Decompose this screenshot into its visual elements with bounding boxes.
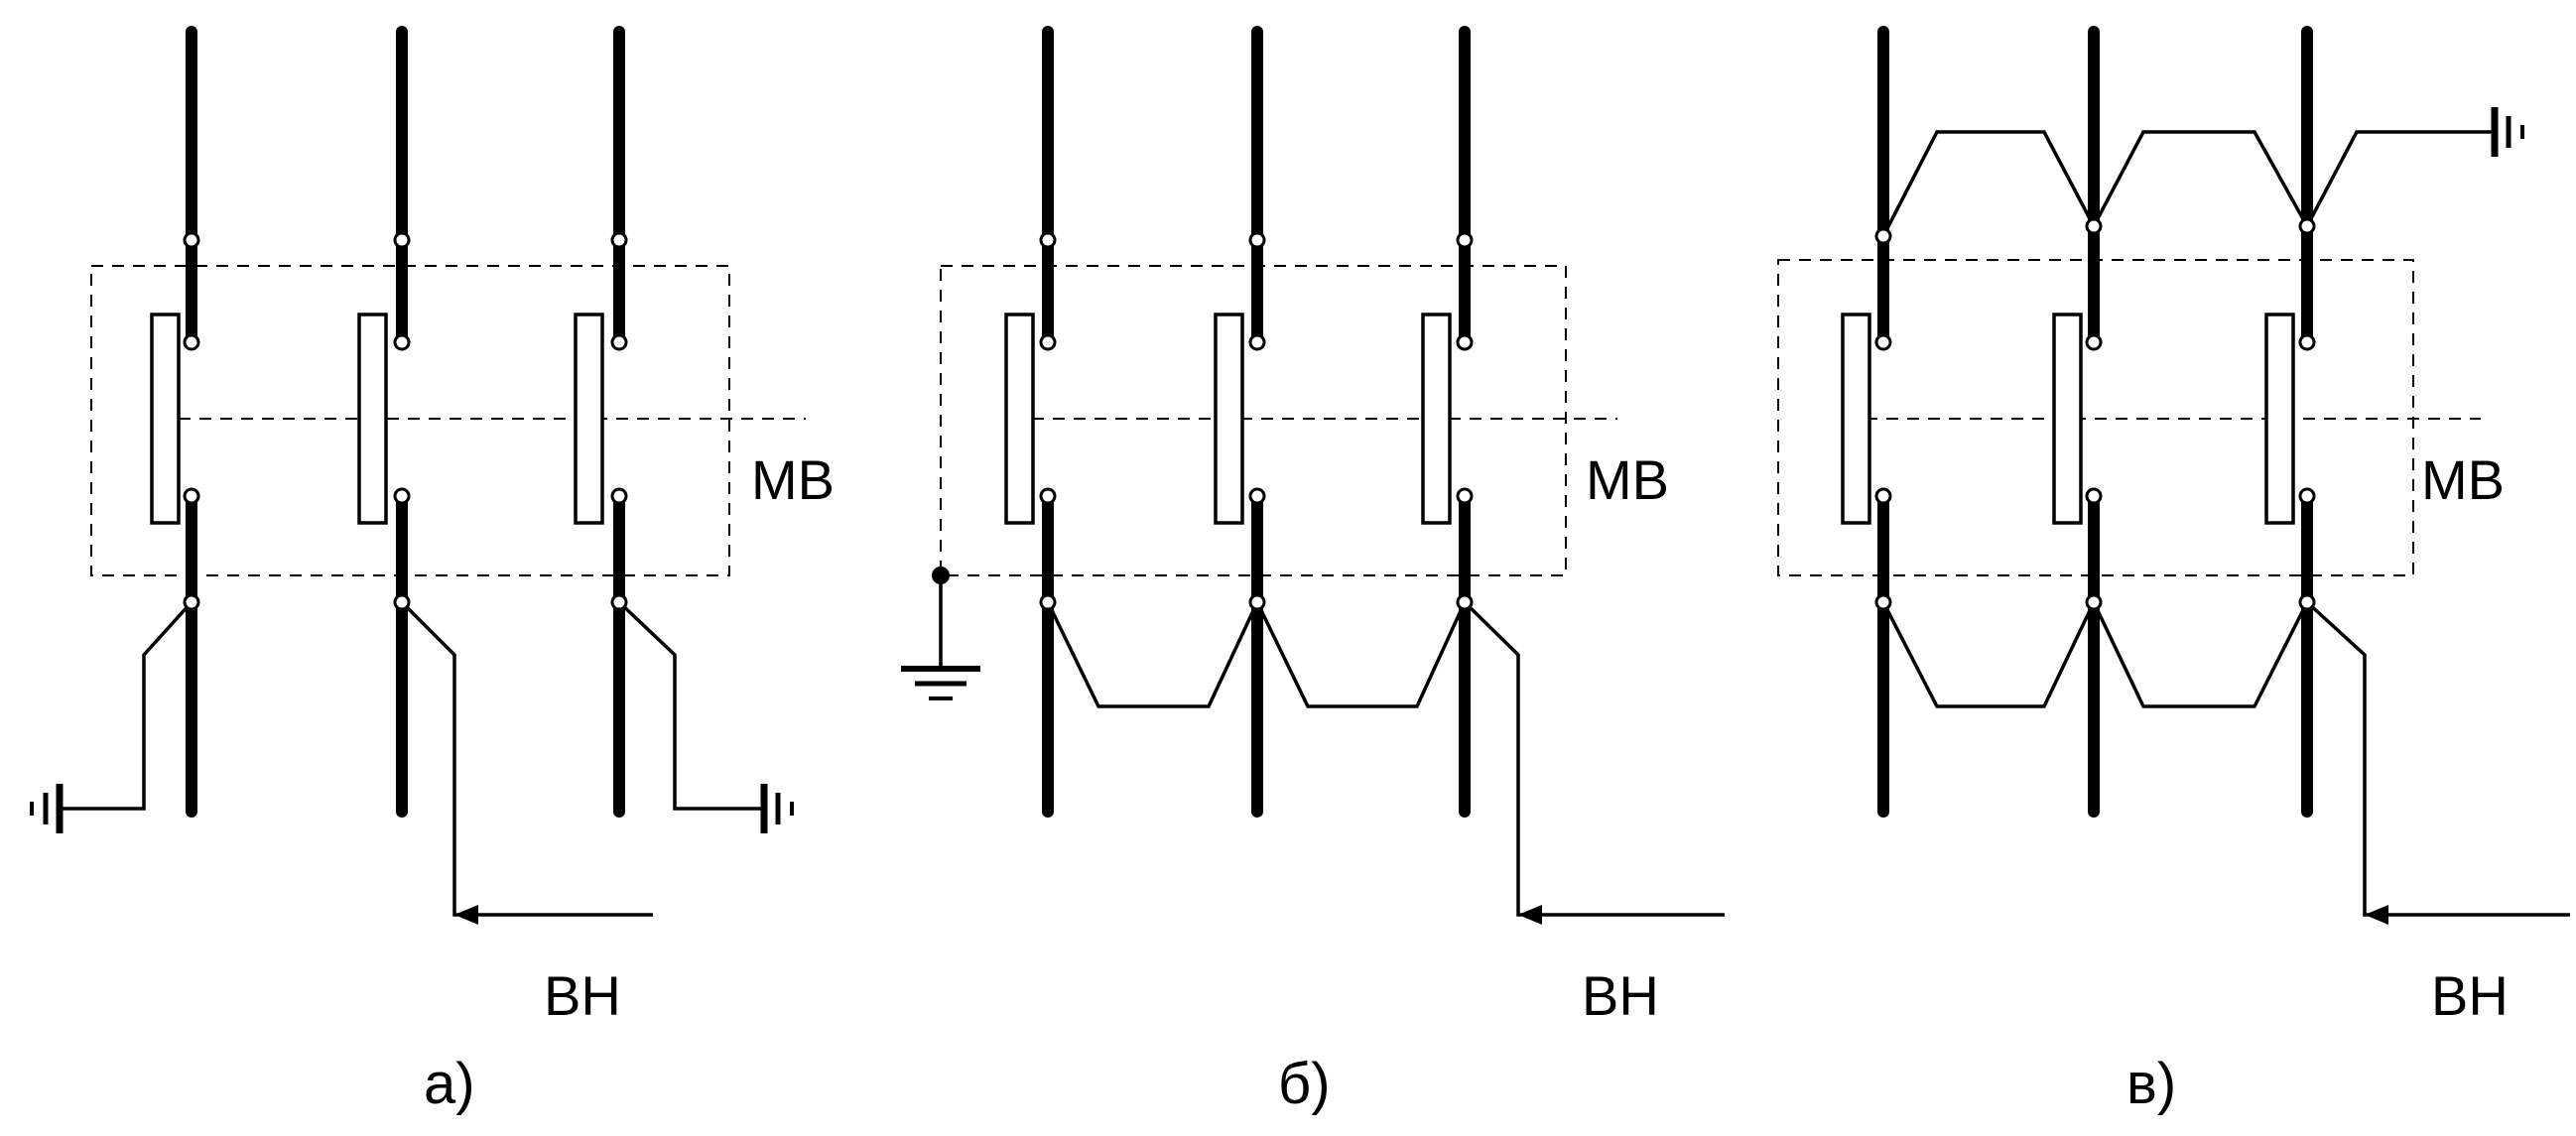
breaker-label: МВ bbox=[1586, 448, 1669, 511]
ground-lead-left bbox=[60, 600, 193, 811]
phase-c-contact bbox=[574, 313, 604, 525]
phase-b-contact bbox=[1214, 313, 1244, 525]
ground-node bbox=[932, 567, 950, 584]
hv-lead bbox=[2305, 600, 2570, 917]
panel-caption: а) bbox=[424, 1052, 475, 1116]
phase-c-contact bbox=[2264, 313, 2295, 525]
panel-caption: в) bbox=[2126, 1052, 2176, 1116]
panel-caption: б) bbox=[1278, 1052, 1331, 1116]
terminals bbox=[1874, 217, 2316, 611]
hv-arrow-icon bbox=[2365, 905, 2388, 925]
breaker-label: МВ bbox=[751, 448, 835, 511]
hv-label: ВН bbox=[1582, 964, 1659, 1027]
phase-c-contact bbox=[1421, 313, 1452, 525]
upper-phase-bridge bbox=[1881, 130, 2495, 237]
phase-a-contact bbox=[150, 313, 181, 525]
terminals bbox=[1039, 231, 1474, 611]
ground-icon bbox=[760, 784, 794, 833]
ground-icon bbox=[2491, 107, 2524, 157]
breaker-enclosure bbox=[90, 265, 730, 576]
phase-a-contact bbox=[1841, 313, 1871, 525]
hv-arrow-icon bbox=[454, 905, 478, 925]
phase-a-contact bbox=[1004, 313, 1035, 525]
hv-label: ВН bbox=[2431, 964, 2509, 1027]
terminals bbox=[183, 231, 628, 611]
breaker-label: МВ bbox=[2421, 448, 2505, 511]
hv-lead bbox=[400, 600, 653, 917]
phase-b-contact bbox=[357, 313, 388, 525]
panel-b: МВ ВН б) bbox=[901, 26, 1725, 1116]
hv-arrow-icon bbox=[1518, 905, 1542, 925]
phase-b-contact bbox=[2052, 313, 2083, 525]
panel-a: МВ ВН а) bbox=[30, 26, 835, 1116]
panel-c: МВ ВН в) bbox=[1777, 26, 2570, 1116]
ground-icon bbox=[30, 784, 64, 833]
hv-lead bbox=[1463, 600, 1725, 917]
ground-icon bbox=[901, 666, 980, 700]
ground-lead-right bbox=[617, 600, 764, 811]
hv-label: ВН bbox=[544, 964, 621, 1027]
